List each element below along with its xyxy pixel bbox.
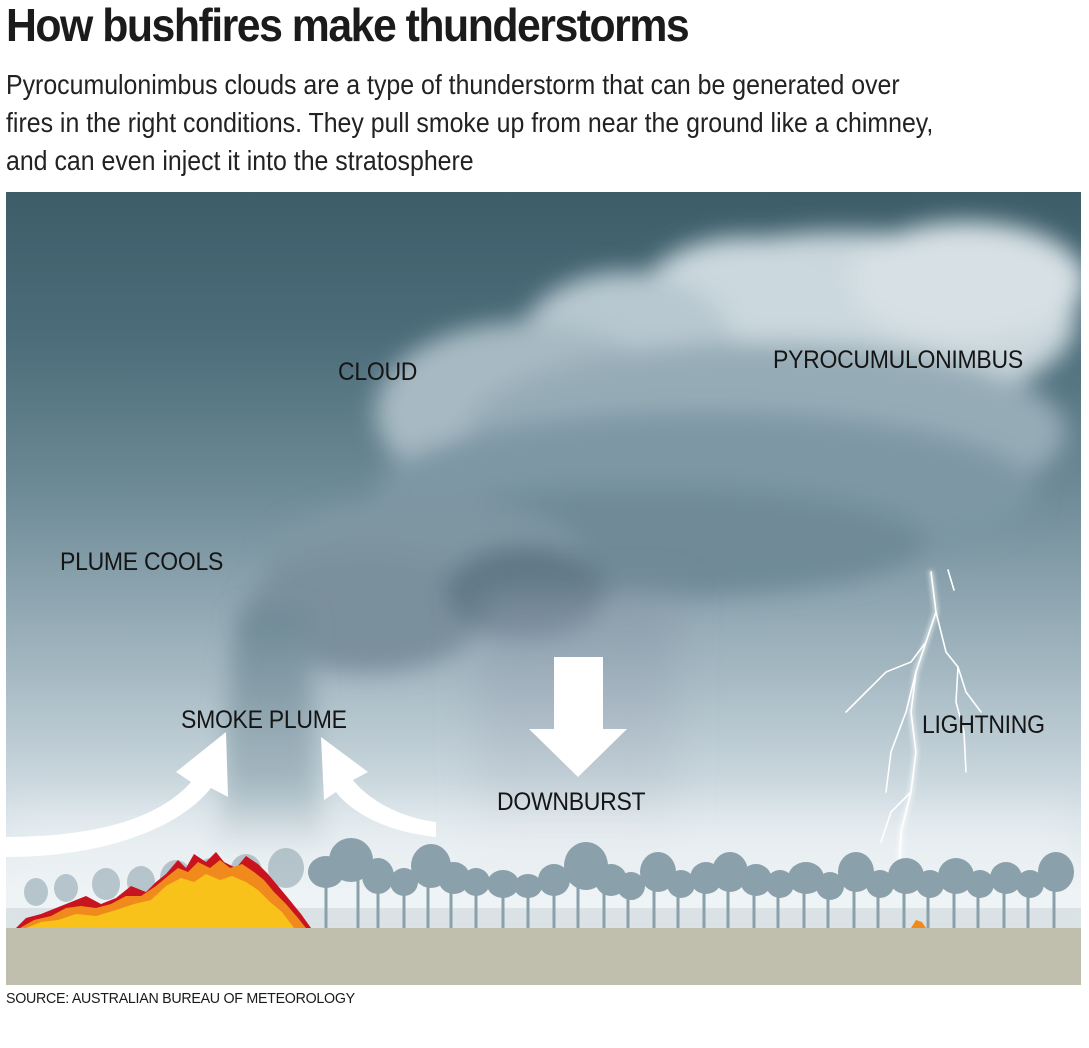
- subtitle: Pyrocumulonimbus clouds are a type of th…: [6, 66, 1038, 180]
- source-credit: SOURCE: AUSTRALIAN BUREAU OF METEOROLOGY: [6, 990, 355, 1007]
- subtitle-line: Pyrocumulonimbus clouds are a type of th…: [6, 69, 900, 100]
- fire-icon: [16, 852, 926, 928]
- cloud-icon: [246, 222, 1081, 672]
- scene-artwork: [6, 222, 1081, 932]
- diagram-illustration: CLOUD PYROCUMULONIMBUS PLUME COOLS SMOKE…: [6, 192, 1081, 985]
- label-pyrocumulonimbus: PYROCUMULONIMBUS: [773, 346, 1023, 374]
- lightning-bolt-icon: [845, 569, 982, 874]
- label-cloud: CLOUD: [338, 358, 418, 386]
- downburst-arrow-icon: [529, 657, 627, 777]
- label-downburst: DOWNBURST: [497, 788, 646, 816]
- label-lightning: LIGHTNING: [922, 711, 1045, 739]
- page-title: How bushfires make thunderstorms: [6, 0, 690, 51]
- inflow-arrow-right-icon: [321, 737, 436, 837]
- subtitle-line: fires in the right conditions. They pull…: [6, 107, 934, 138]
- label-smoke-plume: SMOKE PLUME: [181, 706, 347, 734]
- subtitle-line: and can even inject it into the stratosp…: [6, 145, 474, 176]
- label-plume-cools: PLUME COOLS: [60, 548, 224, 576]
- smoke-column: [216, 612, 326, 842]
- ground: [6, 928, 1081, 985]
- inflow-arrow-left-icon: [6, 732, 228, 857]
